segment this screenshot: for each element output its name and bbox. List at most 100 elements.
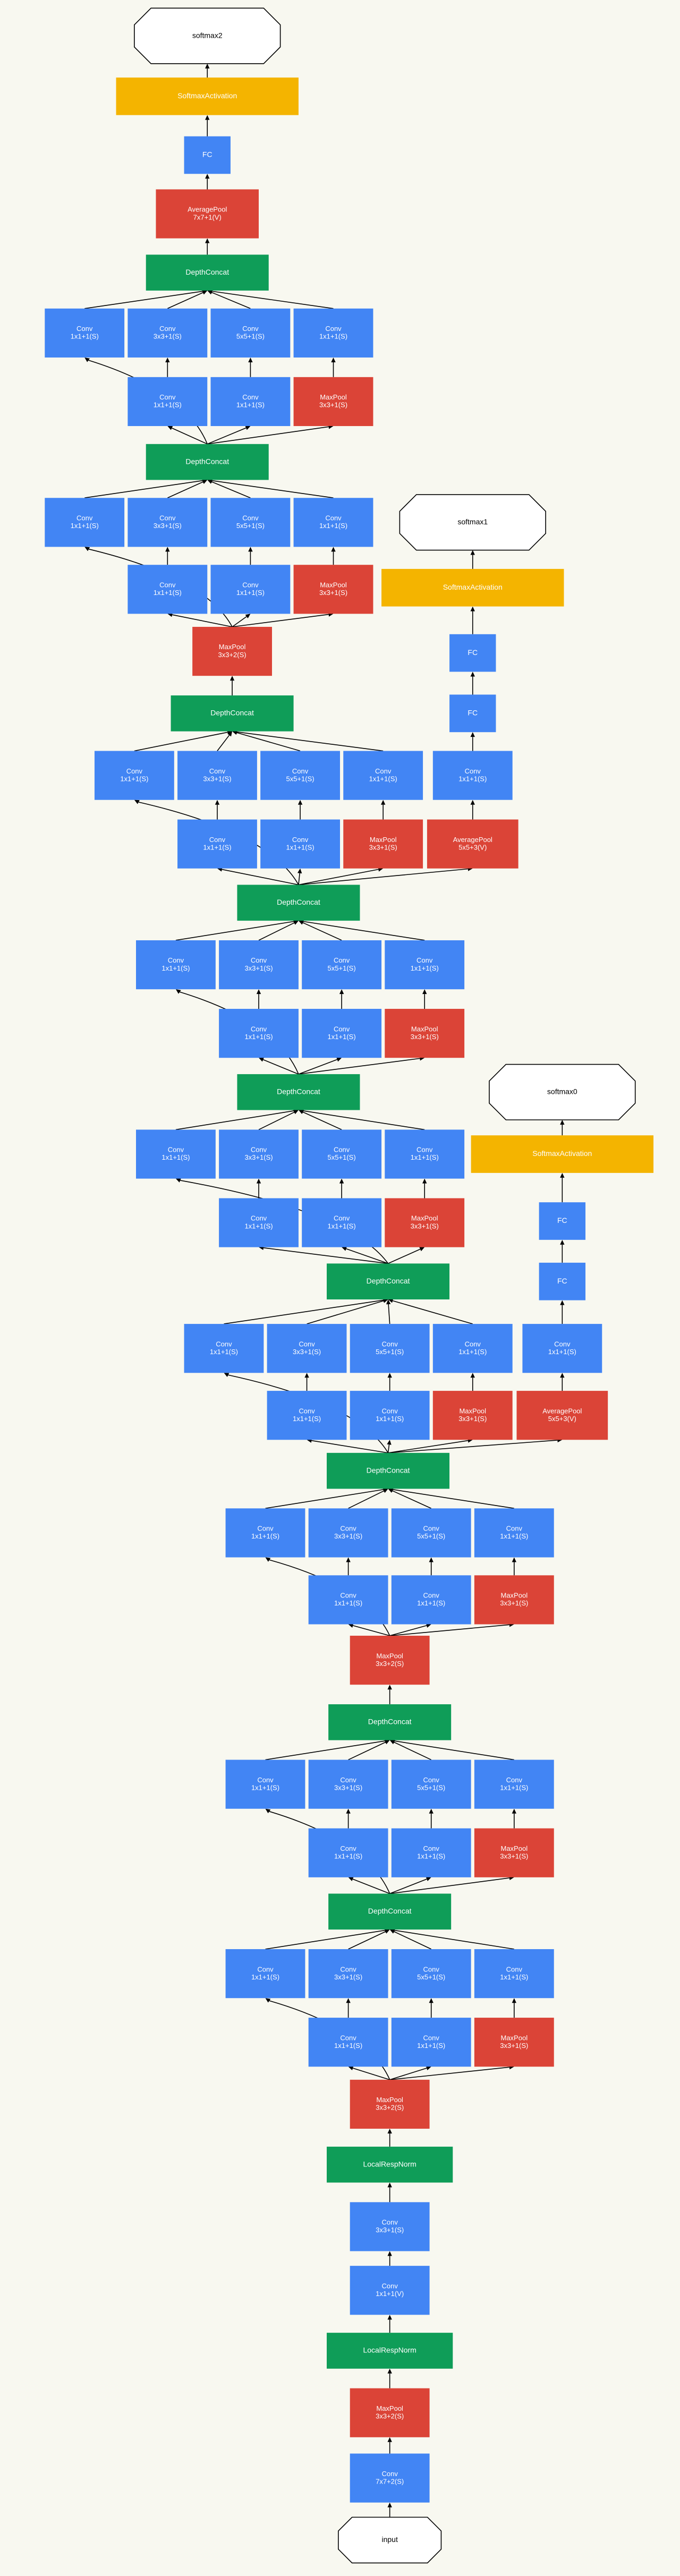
node-dc5[interactable]: DepthConcat (237, 1074, 360, 1110)
node-fc0b[interactable]: FC (539, 1202, 586, 1240)
node-softmax0[interactable]: softmax0 (489, 1064, 636, 1120)
node-fc1b[interactable]: FC (449, 634, 496, 672)
node-input[interactable]: input (338, 2517, 442, 2564)
node-lrn1[interactable]: LocalRespNorm (327, 2333, 453, 2369)
node-dc3[interactable]: DepthConcat (327, 1452, 450, 1489)
node-dc1[interactable]: DepthConcat (328, 1893, 452, 1930)
node-sa0[interactable]: SoftmaxActivation (471, 1135, 654, 1173)
node-lrn2[interactable]: LocalRespNorm (327, 2146, 453, 2183)
node-fc1a[interactable]: FC (449, 694, 496, 733)
node-dc4[interactable]: DepthConcat (327, 1263, 450, 1300)
node-fc2[interactable]: FC (184, 136, 231, 174)
node-dc6[interactable]: DepthConcat (237, 885, 360, 921)
edge-mp_stage3-to-i1_mp (389, 2067, 509, 2080)
node-softmax2[interactable]: softmax2 (134, 7, 281, 64)
node-label: 3x3+1(S) (334, 1532, 362, 1540)
node-dc8[interactable]: DepthConcat (146, 444, 269, 480)
node-dc9[interactable]: DepthConcat (146, 254, 269, 291)
node-dc7[interactable]: DepthConcat (171, 695, 294, 732)
node-dc2[interactable]: DepthConcat (328, 1704, 452, 1740)
node-sa2[interactable]: SoftmaxActivation (116, 77, 299, 115)
node-softmax1[interactable]: softmax1 (399, 494, 546, 551)
node-sa1[interactable]: SoftmaxActivation (381, 568, 564, 607)
node-fc0a[interactable]: FC (539, 1262, 586, 1300)
